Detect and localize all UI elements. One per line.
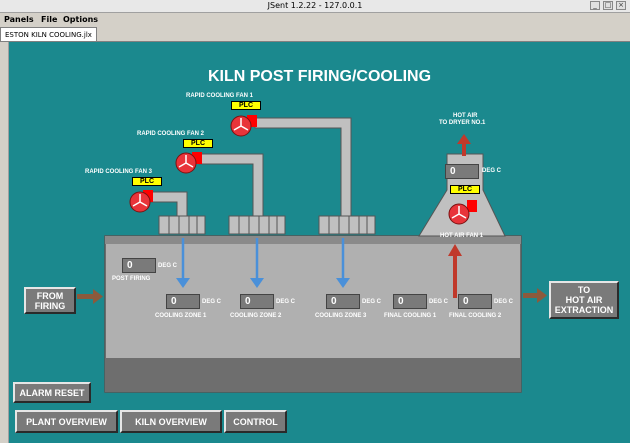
kiln-base (105, 358, 521, 392)
arrow-kiln-to-hood (448, 244, 462, 298)
tab-divider (0, 41, 630, 42)
minimize-button[interactable]: _ (590, 1, 600, 10)
arrow-to-dryer (457, 134, 471, 156)
hot-air-temp-unit: DEG C (482, 168, 502, 174)
arrow-cooling-zone-3 (336, 278, 350, 288)
kiln-top-band (105, 236, 521, 244)
cooling-zone-1-unit: DEG C (202, 299, 222, 305)
final-cooling-2-unit: DEG C (494, 299, 514, 305)
final-cooling-2-label: FINAL COOLING 2 (449, 313, 502, 319)
hot-air-line-2: TO DRYER NO.1 (439, 120, 486, 126)
maximize-button[interactable]: □ (603, 1, 613, 10)
fan-2-label: RAPID COOLING FAN 2 (137, 131, 205, 137)
cooling-zone-2-value: 0 (240, 294, 274, 309)
page-title: KILN POST FIRING/COOLING (207, 68, 432, 85)
hot-air-line-1: HOT AIR (453, 113, 478, 119)
fan-1-label: RAPID COOLING FAN 1 (186, 93, 254, 99)
to-extraction-line-2: HOT AIR (565, 295, 603, 305)
post-firing-label: POST FIRING (112, 276, 151, 282)
cooling-zone-3-value: 0 (326, 294, 360, 309)
alarm-reset-button[interactable]: ALARM RESET (13, 382, 91, 403)
to-extraction-line-1: TO (577, 285, 591, 295)
duct-fan-3 (148, 191, 188, 217)
duct-fan-2 (198, 153, 264, 217)
hot-air-fan-symbol (448, 200, 477, 225)
from-firing-line-2: FIRING (34, 300, 66, 311)
hot-air-temp-value: 0 (445, 164, 479, 179)
fan-2-plc-badge[interactable]: PLC (183, 139, 213, 148)
duct-fan-1 (254, 117, 352, 217)
cooling-zone-1-value: 0 (166, 294, 200, 309)
process-diagram (77, 115, 547, 393)
hot-air-fan-plc-badge[interactable]: PLC (450, 185, 480, 194)
to-extraction-line-3: EXTRACTION (554, 305, 614, 315)
fan-2-symbol (175, 152, 202, 174)
hot-air-hood (418, 153, 506, 237)
fan-1-symbol (230, 115, 257, 137)
post-firing-value: 0 (122, 258, 156, 273)
plant-overview-button[interactable]: PLANT OVERVIEW (15, 410, 118, 433)
arrow-cooling-zone-1 (176, 278, 190, 288)
arrow-cooling-zone-2 (250, 278, 264, 288)
left-gutter (0, 42, 9, 443)
fan-3-label: RAPID COOLING FAN 3 (85, 169, 153, 175)
arrow-to-extraction (523, 288, 547, 303)
cooling-zone-1-label: COOLING ZONE 1 (155, 313, 207, 319)
to-hot-air-extraction-button[interactable]: TO HOT AIR EXTRACTION (549, 281, 619, 319)
cooling-zone-3-label: COOLING ZONE 3 (315, 313, 367, 319)
hot-air-fan-label: HOT AIR FAN 1 (440, 233, 484, 239)
cooling-zone-2-label: COOLING ZONE 2 (230, 313, 282, 319)
final-cooling-1-unit: DEG C (429, 299, 449, 305)
fan-3-plc-badge[interactable]: PLC (132, 177, 162, 186)
arrow-from-firing (77, 289, 103, 304)
control-button[interactable]: CONTROL (224, 410, 287, 433)
from-firing-button[interactable]: FROM FIRING (24, 287, 76, 314)
fan-1-plc-badge[interactable]: PLC (231, 101, 261, 110)
post-firing-unit: DEG C (158, 263, 178, 269)
menu-panels[interactable]: Panels (4, 15, 34, 24)
tab-eston-kiln-cooling[interactable]: ESTON KILN COOLING.jlx (0, 27, 97, 42)
final-cooling-1-value: 0 (393, 294, 427, 309)
mimic-canvas: KILN POST FIRING/COOLING RAPID COOLING F… (9, 42, 630, 443)
duct-header-1 (158, 215, 206, 235)
menu-file[interactable]: File (41, 15, 58, 24)
menu-bar: Panels File Options (0, 13, 630, 26)
fan-3-symbol (129, 190, 153, 213)
window-title: JSent 1.2.22 - 127.0.0.1 (267, 1, 363, 10)
final-cooling-2-value: 0 (458, 294, 492, 309)
from-firing-line-1: FROM (36, 290, 64, 301)
menu-options[interactable]: Options (63, 15, 99, 24)
final-cooling-1-label: FINAL COOLING 1 (384, 313, 437, 319)
kiln-overview-button[interactable]: KILN OVERVIEW (120, 410, 222, 433)
cooling-zone-2-unit: DEG C (276, 299, 296, 305)
cooling-zone-3-unit: DEG C (362, 299, 382, 305)
window-titlebar: JSent 1.2.22 - 127.0.0.1 _ □ × (0, 0, 630, 13)
close-button[interactable]: × (616, 1, 626, 10)
